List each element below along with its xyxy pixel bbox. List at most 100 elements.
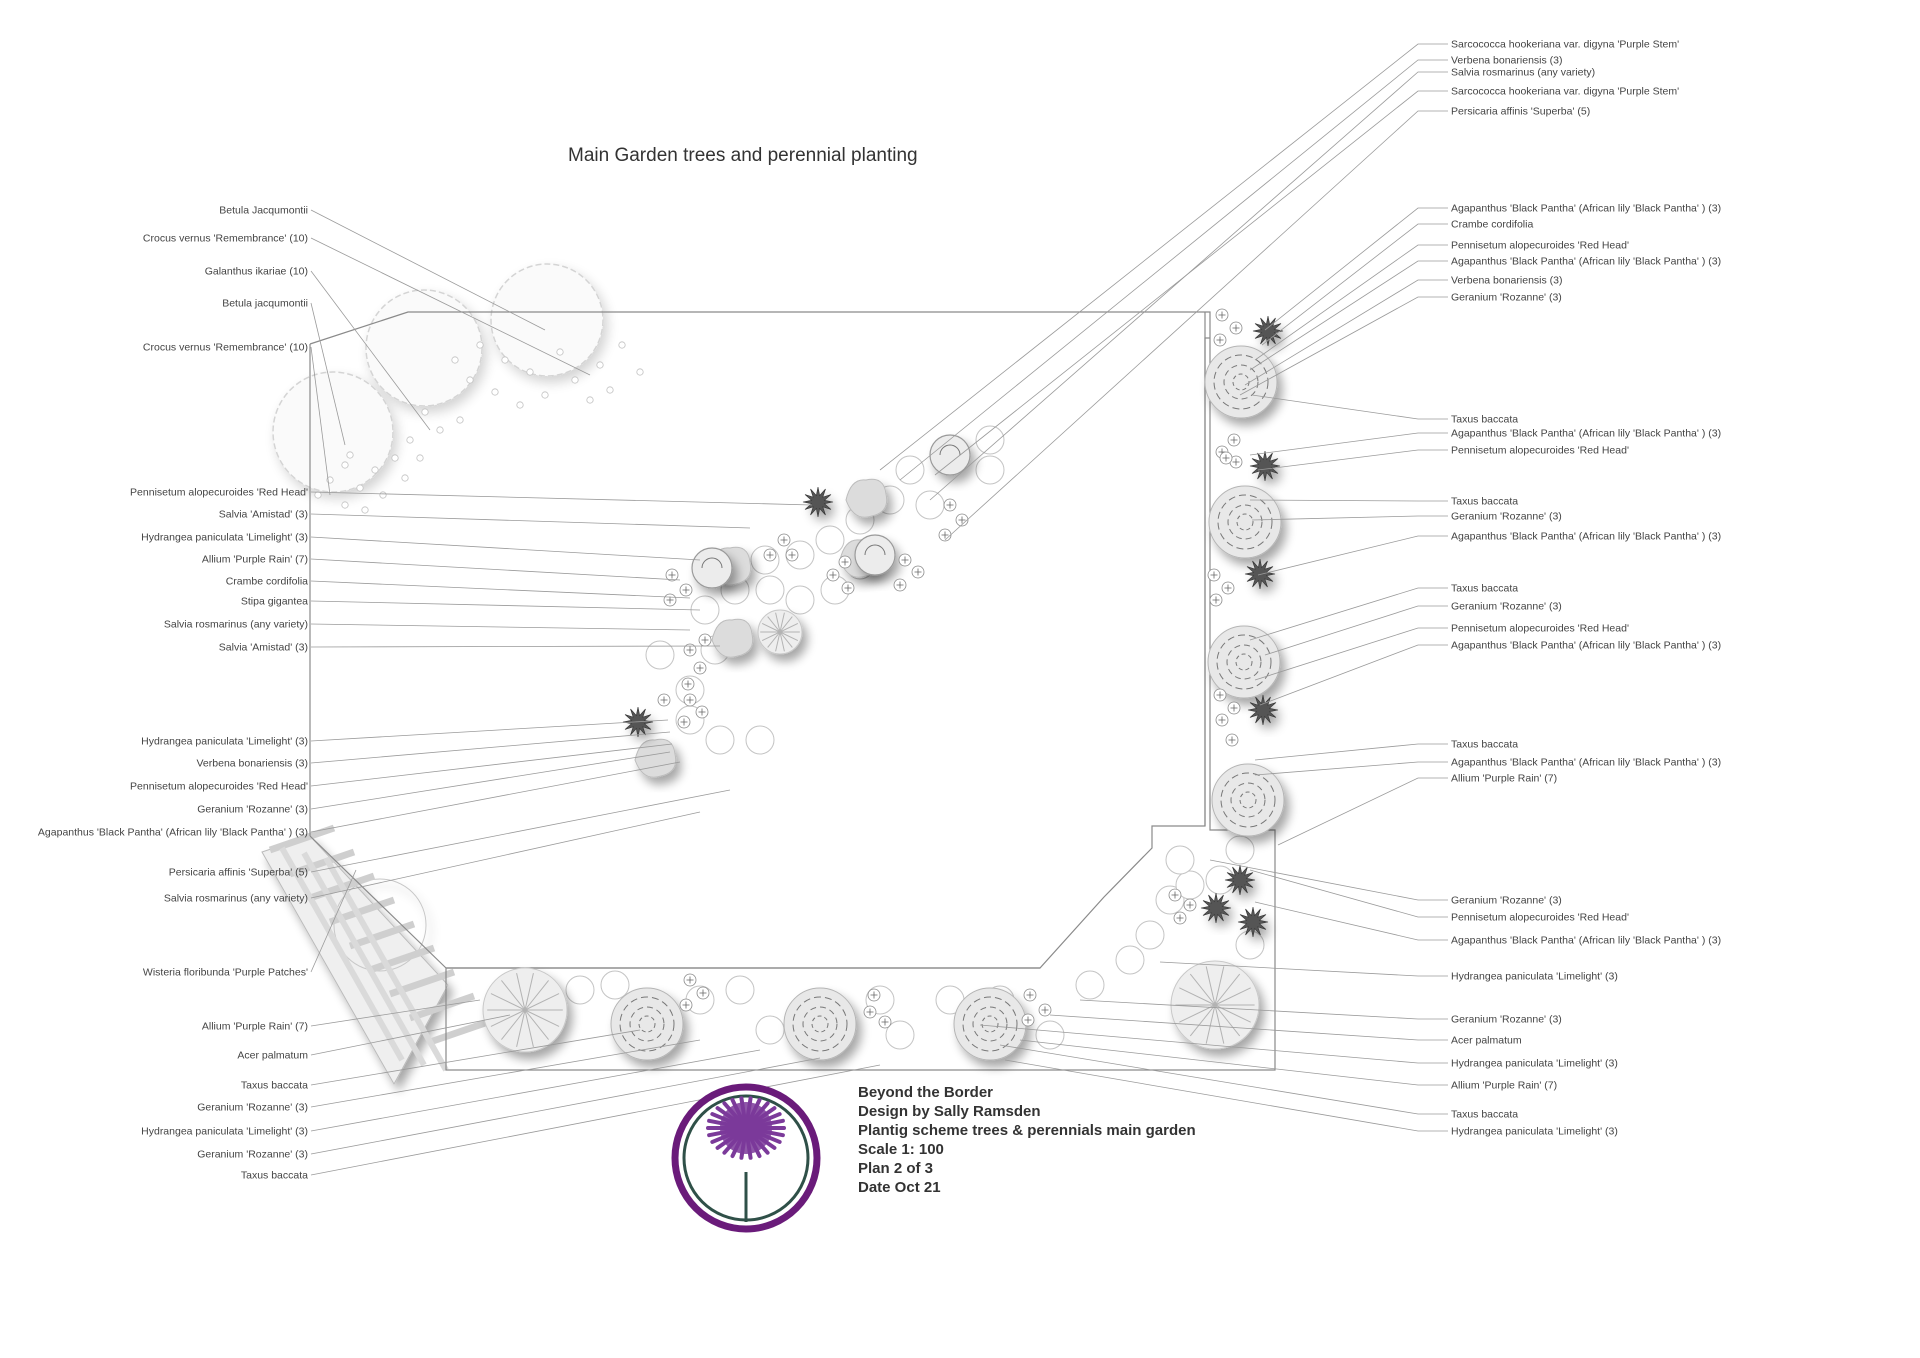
taxus-body bbox=[610, 987, 684, 1061]
bulb-drifts bbox=[314, 341, 644, 514]
shrub-body bbox=[691, 547, 733, 589]
leader-line-left bbox=[310, 580, 691, 599]
acer-branch bbox=[490, 993, 526, 1011]
agapanthus-plant bbox=[1244, 558, 1276, 590]
allium-marker bbox=[1227, 701, 1241, 715]
shrub-body bbox=[854, 534, 896, 576]
leader-line-right bbox=[1254, 627, 1448, 681]
acer-branch bbox=[1179, 987, 1216, 1006]
logo bbox=[671, 1083, 821, 1233]
marker-cross bbox=[1230, 704, 1238, 712]
plant-label-right: Hydrangea paniculata 'Limelight' (3) bbox=[1451, 971, 1618, 983]
plant-label-left: Crocus vernus 'Remembrance' (10) bbox=[143, 342, 308, 354]
marker-cross bbox=[1171, 891, 1179, 899]
plant-label-right: Pennisetum alopecuroides 'Red Head' bbox=[1451, 623, 1629, 635]
bulb bbox=[451, 356, 459, 364]
plant-label-right: Geranium 'Rozanne' (3) bbox=[1451, 1014, 1562, 1026]
leader-line-right bbox=[1249, 432, 1448, 456]
hydrangea-shrubs bbox=[634, 434, 971, 778]
perennial-clump bbox=[1235, 930, 1265, 960]
marker-cross bbox=[1176, 914, 1184, 922]
taxus-ring-inner bbox=[981, 1015, 999, 1033]
taxus-ring-inner bbox=[1239, 791, 1257, 809]
allium-marker bbox=[898, 553, 912, 567]
acer-branch bbox=[767, 631, 781, 648]
taxus-body bbox=[1208, 485, 1282, 559]
plant-label-left: Salvia 'Amistad' (3) bbox=[219, 509, 308, 521]
plant-label-right: Agapanthus 'Black Pantha' (African lily … bbox=[1451, 428, 1721, 440]
marker-cross bbox=[1024, 1016, 1032, 1024]
bulb bbox=[379, 491, 387, 499]
shrub-body bbox=[929, 434, 971, 476]
leader-line-left bbox=[310, 811, 701, 899]
taxus-ring-mid bbox=[1227, 504, 1263, 540]
bulb bbox=[341, 501, 349, 509]
perennial-clump bbox=[565, 975, 595, 1005]
leader-line-right bbox=[1261, 223, 1448, 346]
taxus-body bbox=[1207, 625, 1281, 699]
acer-branch bbox=[524, 1009, 560, 1027]
plant-label-right: Taxus baccata bbox=[1451, 414, 1518, 426]
plant-label-right: Taxus baccata bbox=[1451, 583, 1518, 595]
acer-branch bbox=[779, 631, 785, 652]
info-scale: Scale 1: 100 bbox=[858, 1141, 944, 1158]
leader-line-right bbox=[1049, 1014, 1448, 1041]
plant-label-left: Betula Jacqumontii bbox=[219, 205, 308, 217]
marker-cross bbox=[1230, 436, 1238, 444]
leader-line-left bbox=[310, 558, 681, 581]
perennial-clump bbox=[895, 455, 925, 485]
leader-line-left bbox=[310, 645, 721, 648]
allium-marker bbox=[683, 643, 697, 657]
leader-line-right bbox=[1004, 1059, 1448, 1132]
perennial-clump bbox=[885, 1020, 915, 1050]
allium-marker bbox=[878, 1015, 892, 1029]
perennial-clump bbox=[755, 575, 785, 605]
leader-line-right bbox=[1079, 999, 1448, 1020]
taxus-ring-mid bbox=[1230, 782, 1266, 818]
perennial-clump bbox=[645, 640, 675, 670]
perennial-clump bbox=[785, 585, 815, 615]
allium-marker bbox=[679, 583, 693, 597]
leader-line-left bbox=[310, 789, 731, 873]
plant-label-right: Pennisetum alopecuroides 'Red Head' bbox=[1451, 445, 1629, 457]
marker-cross bbox=[1210, 571, 1218, 579]
sarcococca-shrub bbox=[854, 534, 896, 576]
pergola-slat bbox=[268, 824, 336, 854]
marker-cross bbox=[699, 989, 707, 997]
plant-label-right: Acer palmatum bbox=[1451, 1035, 1522, 1047]
acer-branch bbox=[1214, 1004, 1241, 1037]
acer-branch bbox=[1189, 1004, 1216, 1037]
leader-line-right bbox=[1159, 961, 1448, 977]
marker-cross bbox=[682, 1001, 690, 1009]
taxus-ring-outer bbox=[619, 996, 675, 1052]
allium-marker bbox=[696, 986, 710, 1000]
plant-label-right: Geranium 'Rozanne' (3) bbox=[1451, 292, 1562, 304]
taxus-ring-mid bbox=[802, 1006, 838, 1042]
acer-branch bbox=[524, 993, 560, 1011]
agapanthus-plant bbox=[1200, 892, 1232, 924]
leader-line-left bbox=[310, 302, 346, 446]
leader-line-right bbox=[1249, 869, 1448, 918]
allium-marker bbox=[763, 548, 777, 562]
pergola-slat bbox=[408, 992, 476, 1022]
bulb bbox=[416, 454, 424, 462]
allium-marker bbox=[693, 661, 707, 675]
pergola-slat bbox=[348, 920, 416, 950]
plant-label-right: Agapanthus 'Black Pantha' (African lily … bbox=[1451, 203, 1721, 215]
leader-line-right bbox=[999, 1044, 1448, 1115]
plant-label-right: Persicaria affinis 'Superba' (5) bbox=[1451, 106, 1590, 118]
marker-cross bbox=[1218, 311, 1226, 319]
leader-line-left bbox=[310, 751, 671, 810]
marker-cross bbox=[686, 696, 694, 704]
bulb bbox=[456, 416, 464, 424]
marker-cross bbox=[686, 976, 694, 984]
plant-label-right: Geranium 'Rozanne' (3) bbox=[1451, 601, 1562, 613]
leader-line-right bbox=[1249, 499, 1448, 502]
marker-cross bbox=[682, 586, 690, 594]
allium-marker bbox=[863, 1005, 877, 1019]
acer-trees bbox=[482, 609, 1260, 1053]
acer-branch bbox=[1214, 1004, 1225, 1044]
allium-marker bbox=[679, 998, 693, 1012]
leader-line-left bbox=[310, 869, 357, 973]
taxus-topiary bbox=[610, 345, 1285, 1061]
